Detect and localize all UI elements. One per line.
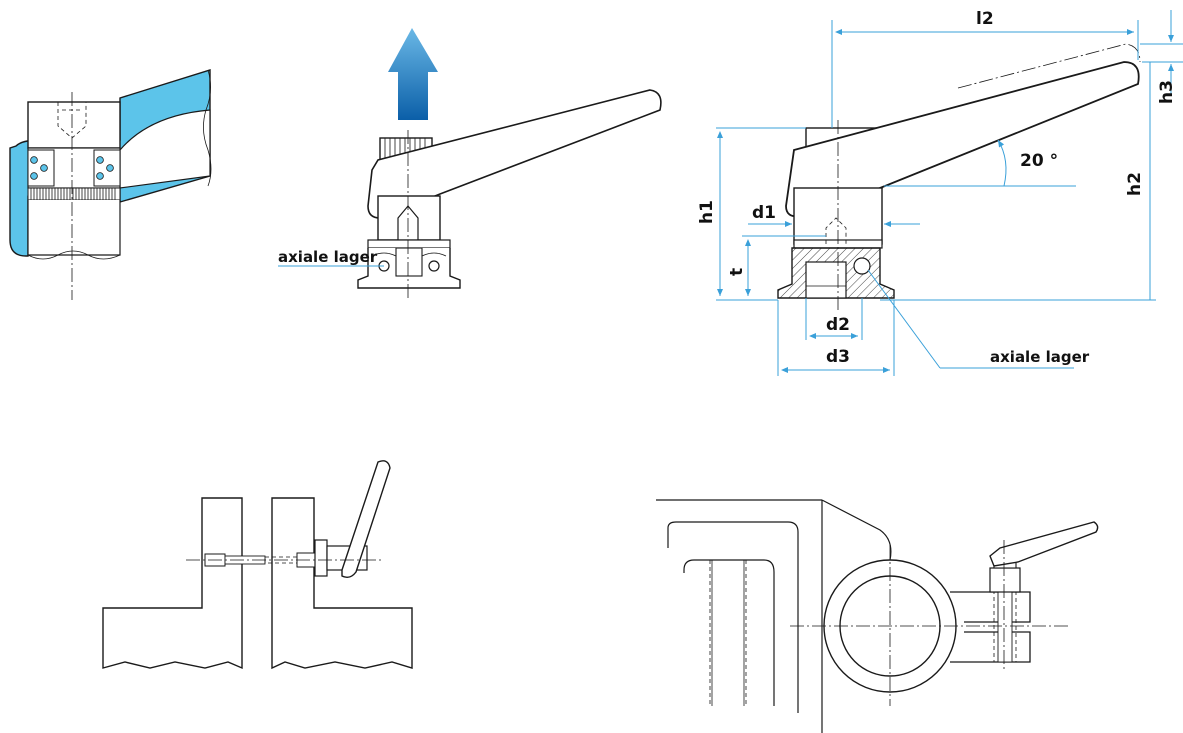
dim-h2: h2 xyxy=(1125,172,1145,196)
axial-bearing-label-right: axiale lager xyxy=(990,348,1090,366)
dim-angle: 20 ° xyxy=(1020,151,1058,171)
lift-arrow-icon xyxy=(388,28,438,120)
dim-d3: d3 xyxy=(826,347,850,367)
dim-d1: d1 xyxy=(752,203,776,223)
dim-t: t xyxy=(727,268,747,276)
dim-d2: d2 xyxy=(826,315,850,335)
dim-l2: l2 xyxy=(976,9,994,29)
rod-clamp-view xyxy=(656,499,1099,733)
block-clamp-view xyxy=(102,460,413,670)
lever-dimension-view: l2 h3 h2 20 ° h1 d1 t d2 xyxy=(697,9,1183,376)
clamp-section-view xyxy=(9,69,212,300)
dim-h1: h1 xyxy=(697,200,717,224)
dim-h3: h3 xyxy=(1157,80,1177,104)
axial-bearing-label-left: axiale lager xyxy=(278,248,378,266)
lever-lift-view: axiale lager xyxy=(278,28,662,300)
